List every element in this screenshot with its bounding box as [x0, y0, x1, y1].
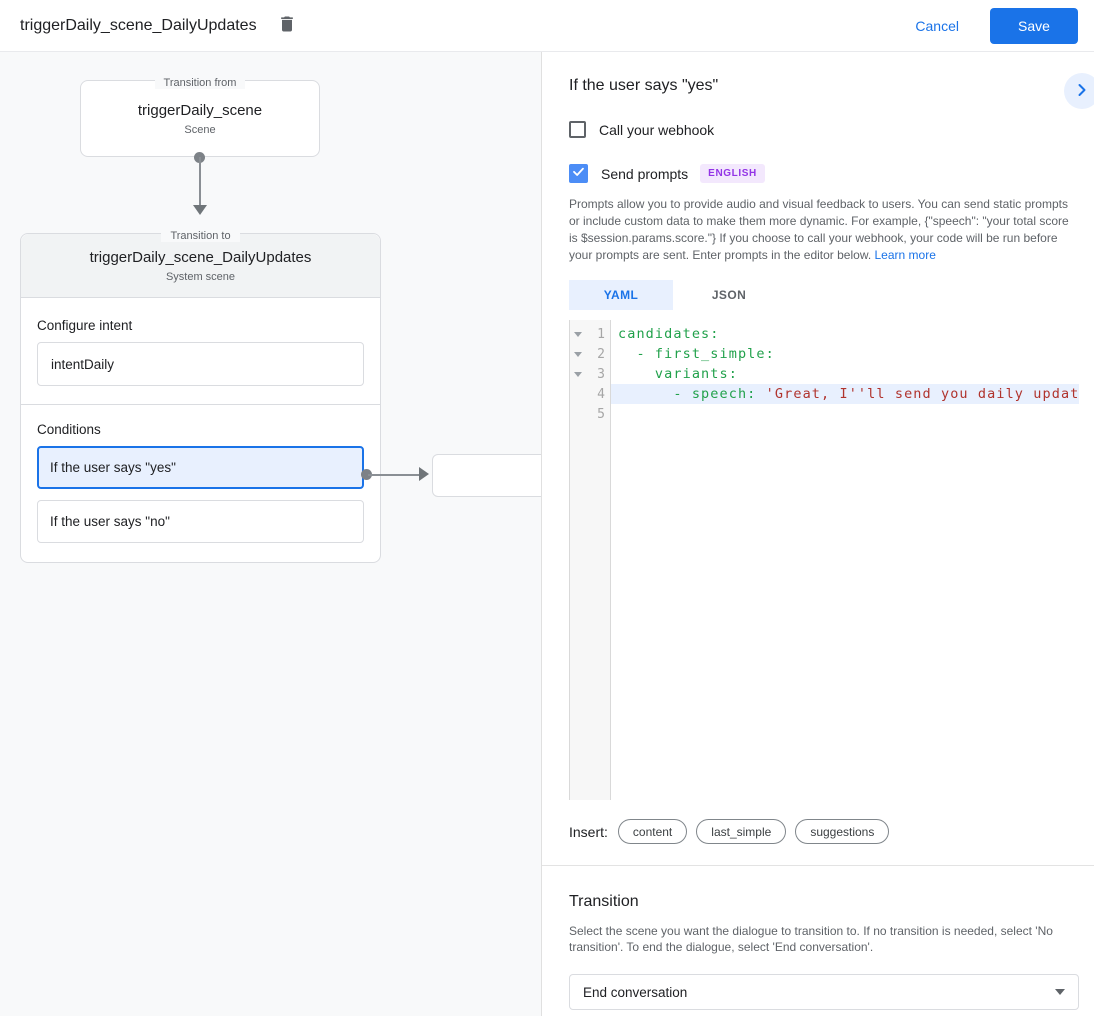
checkmark-icon [571, 164, 586, 184]
line-number: 1 [597, 326, 605, 342]
language-badge: ENGLISH [700, 164, 765, 183]
condition-title: If the user says "yes" [569, 77, 719, 94]
transition-select-value: End conversation [583, 984, 688, 1000]
gutter-row[interactable]: 3 [570, 364, 610, 384]
scene-flow-canvas: Transition from triggerDaily_scene Scene… [0, 52, 541, 1016]
code-line[interactable]: variants: [618, 366, 738, 382]
section-divider [542, 865, 1094, 866]
prompt-code-editor[interactable]: 1 2 3 4 5 candidates: - first_simple: varian… [569, 320, 1079, 800]
intent-item[interactable]: intentDaily [37, 342, 364, 386]
editor-code-area[interactable]: candidates: - first_simple: variants: - … [611, 320, 1079, 800]
insert-pill-content[interactable]: content [617, 819, 688, 844]
insert-row: Insert: content last_simple suggestions [569, 819, 1078, 844]
save-button[interactable]: Save [990, 7, 1078, 44]
from-scene-type: Scene [184, 123, 216, 136]
card-divider [21, 404, 380, 405]
condition-detail-panel: If the user says "yes" Call your webhook… [541, 52, 1094, 1016]
condition-item[interactable]: If the user says "no" [37, 500, 364, 543]
line-number: 3 [597, 366, 605, 382]
conditions-list: If the user says "yes" If the user says "… [37, 446, 364, 543]
transition-select[interactable]: End conversation [569, 974, 1079, 1010]
gutter-row[interactable]: 2 [570, 344, 610, 364]
connector-line-vertical [199, 157, 201, 206]
to-scene-type: System scene [165, 271, 236, 283]
prompts-description: Prompts allow you to provide audio and v… [569, 196, 1079, 264]
code-line[interactable]: - speech: 'Great, I''ll send you daily u… [611, 384, 1079, 404]
dropdown-caret-icon [1055, 989, 1065, 995]
send-prompts-label: Send prompts [601, 165, 689, 182]
cancel-button[interactable]: Cancel [915, 17, 959, 34]
gutter-row: 4 [570, 384, 610, 404]
transition-to-card: Transition to triggerDaily_scene_DailyUp… [20, 230, 381, 563]
tab-json[interactable]: JSON [711, 288, 747, 302]
webhook-label: Call your webhook [599, 121, 715, 138]
transition-description: Select the scene you want the dialogue t… [569, 924, 1053, 954]
condition-item[interactable]: If the user says "yes" [37, 446, 364, 489]
transition-from-legend: Transition from [81, 73, 319, 91]
send-prompts-checkbox[interactable] [569, 164, 588, 183]
from-scene-name: triggerDaily_scene [137, 101, 263, 119]
fold-arrow-icon[interactable] [573, 371, 582, 377]
trash-icon [277, 14, 297, 37]
code-line[interactable]: - first_simple: [618, 346, 775, 362]
insert-label: Insert: [569, 823, 608, 840]
gutter-row[interactable]: 1 [570, 324, 610, 344]
conditions-section: Conditions If the user says "yes"If the … [21, 405, 380, 562]
delete-button[interactable] [275, 14, 299, 38]
tab-yaml[interactable]: YAML [569, 280, 673, 310]
configure-intent-label: Configure intent [37, 318, 133, 333]
line-number: 5 [597, 406, 605, 422]
editor-gutter: 1 2 3 4 5 [569, 320, 611, 800]
insert-pill-last_simple[interactable]: last_simple [696, 819, 787, 844]
send-prompts-row: Send prompts ENGLISH [569, 164, 1078, 183]
gutter-row: 5 [570, 404, 610, 424]
transition-title: Transition [569, 893, 639, 910]
arrow-right-icon [419, 467, 429, 481]
collapse-panel-button[interactable] [1064, 73, 1094, 109]
insert-pill-suggestions[interactable]: suggestions [795, 819, 890, 844]
editor-tabs: YAML JSON [569, 280, 1078, 310]
code-line[interactable] [611, 404, 1079, 424]
webhook-row: Call your webhook [569, 121, 1078, 138]
arrow-down-icon [193, 205, 207, 215]
line-number: 2 [597, 346, 605, 362]
learn-more-link[interactable]: Learn more [874, 248, 936, 262]
scene-card-header: triggerDaily_scene_DailyUpdates System s… [21, 234, 380, 298]
transition-from-box[interactable]: Transition from triggerDaily_scene Scene [80, 77, 320, 157]
connector-line-horizontal [368, 474, 419, 476]
fold-arrow-icon[interactable] [573, 351, 582, 357]
top-bar: triggerDaily_scene_DailyUpdates Cancel S… [0, 0, 1094, 52]
connector-dot [361, 469, 372, 480]
to-scene-name: triggerDaily_scene_DailyUpdates [89, 249, 312, 266]
prompts-description-text: Prompts allow you to provide audio and v… [569, 197, 1069, 262]
fold-arrow-icon[interactable] [573, 331, 582, 337]
chevron-right-icon [1072, 80, 1092, 103]
webhook-checkbox[interactable] [569, 121, 586, 138]
page-title: triggerDaily_scene_DailyUpdates [20, 16, 257, 34]
conditions-label: Conditions [37, 422, 101, 437]
line-number: 4 [597, 386, 605, 402]
condition-target-box[interactable] [432, 454, 541, 497]
code-line[interactable]: candidates: [618, 326, 720, 342]
configure-intent-section: Configure intent intentDaily [21, 298, 380, 404]
insert-pills: content last_simple suggestions [617, 819, 898, 844]
